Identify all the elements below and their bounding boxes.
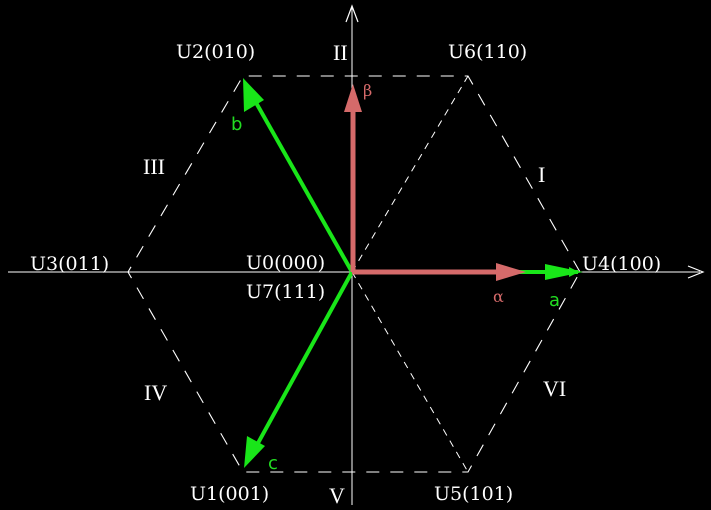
u4-label: U4(100) (582, 253, 661, 275)
beta-axis-arrowhead-icon (345, 4, 359, 23)
alpha-arrowhead-icon (496, 263, 526, 281)
u2-label: U2(010) (176, 41, 255, 63)
sector-label-5: V (329, 483, 345, 508)
u7-label: U7(111) (246, 281, 325, 303)
phase-b-vector (248, 91, 354, 273)
u0-label: U0(000) (246, 252, 325, 274)
u3-label: U3(011) (30, 253, 109, 275)
alpha-axis-arrowhead-icon (687, 265, 705, 279)
u1-label: U1(001) (190, 483, 269, 505)
phase-c-label: c (268, 453, 278, 474)
beta-arrowhead-icon (344, 84, 362, 112)
alpha-label: α (493, 287, 504, 306)
beta-label: β (363, 81, 372, 100)
phase-b-arrowhead-icon (243, 78, 264, 112)
phase-a-label: a (549, 290, 560, 311)
phase-c-arrowhead-icon (244, 436, 265, 468)
phase-c-vector (250, 271, 354, 455)
sector-label-1: I (538, 162, 545, 187)
phase-a-arrowhead-icon (545, 264, 583, 280)
u6-label: U6(110) (448, 41, 527, 63)
u5-label: U5(101) (434, 483, 513, 505)
sector-divider-u6 (351, 75, 469, 273)
sector-label-3: III (143, 154, 165, 179)
phase-b-label: b (231, 114, 242, 135)
sector-label-4: IV (144, 380, 167, 405)
sector-label-6: VI (543, 376, 566, 401)
sector-divider-u5 (351, 271, 469, 473)
sector-label-2: II (333, 40, 348, 65)
